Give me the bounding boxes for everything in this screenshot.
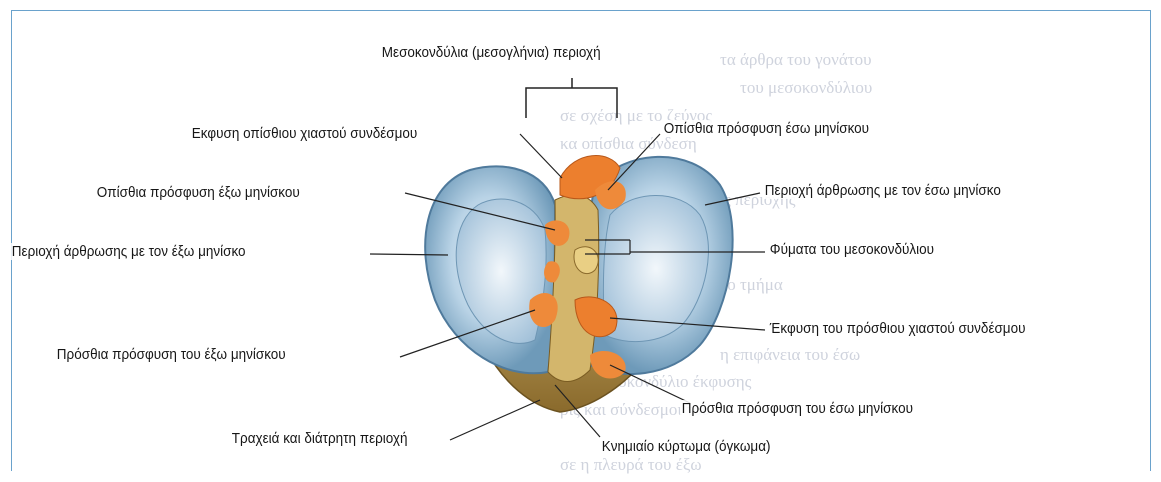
label-lateral-meniscus-articulation-area: Περιοχή άρθρωσης με τον έξω μηνίσκο [10,243,247,260]
label-anterior-medial-meniscus-attachment: Πρόσθια πρόσφυση του έσω μηνίσκου [680,400,915,417]
label-medial-meniscus-articulation-area: Περιοχή άρθρωσης με τον έσω μηνίσκο [763,182,1003,199]
label-pcl-origin: Εκφυση οπίσθιου χιαστού συνδέσμου [190,125,419,142]
intercondylar-bracket [526,78,617,118]
label-rough-perforated-area: Τραχειά και διάτρητη περιοχή [230,430,409,447]
label-intercondylar-tubercles: Φύματα του μεσοκονδύλιου [768,241,936,258]
label-tibial-tuberosity: Κνημιαίο κύρτωμα (όγκωμα) [600,438,772,455]
label-acl-origin: Έκφυση του πρόσθιου χιαστού συνδέσμου [768,320,1027,337]
label-posterior-lateral-meniscus-attachment: Οπίσθια πρόσφυση έξω μηνίσκου [95,184,302,201]
label-anterior-lateral-meniscus-attachment: Πρόσθια πρόσφυση του έξω μηνίσκου [55,346,287,363]
label-posterior-medial-meniscus-attachment: Οπίσθια πρόσφυση έσω μηνίσκου [662,120,871,137]
label-intercondylar-area: Μεσοκονδύλια (μεσογλήνια) περιοχή [380,44,602,61]
